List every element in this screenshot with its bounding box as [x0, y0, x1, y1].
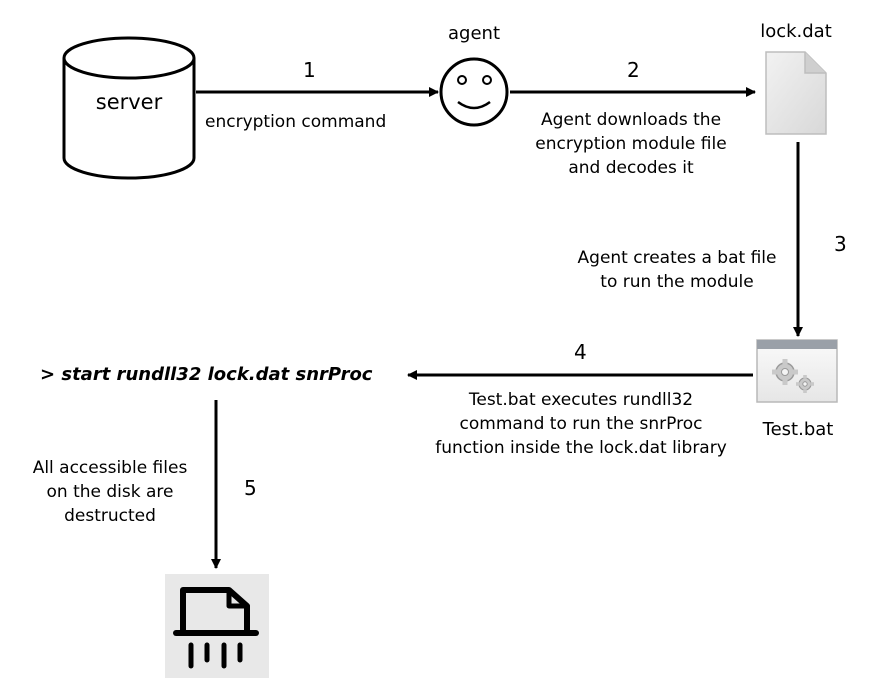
step4-text: Test.bat executes rundll32 command to ru…	[410, 388, 752, 460]
step2-number: 2	[627, 58, 640, 82]
step3-line: to run the module	[600, 272, 754, 292]
step5-line: destructed	[64, 506, 156, 526]
step4-line: command to run the snrProc	[459, 414, 703, 434]
lock-dat-label: lock.dat	[760, 21, 832, 42]
step2-text: Agent downloads the encryption module fi…	[512, 108, 750, 180]
step3-text: Agent creates a bat file to run the modu…	[558, 246, 796, 294]
step4-line: function inside the lock.dat library	[435, 438, 727, 458]
document-file-icon	[765, 51, 827, 135]
step3-line: Agent creates a bat file	[577, 248, 777, 268]
step5-line: All accessible files	[32, 458, 188, 478]
rundll32-command: > start rundll32 lock.dat snrProc	[40, 364, 373, 385]
database-cylinder-icon	[62, 36, 196, 180]
step4-line: Test.bat executes rundll32	[468, 390, 694, 410]
step2-line: encryption module file	[535, 134, 727, 154]
server-label: server	[95, 90, 163, 114]
gear-batch-file-icon	[756, 339, 838, 403]
step2-line: Agent downloads the	[540, 110, 722, 130]
file-shredder-icon	[165, 574, 269, 678]
test-bat-label: Test.bat	[762, 419, 834, 440]
step5-number: 5	[244, 476, 257, 500]
step5-text: All accessible files on the disk are des…	[20, 456, 200, 528]
smiley-face-icon	[439, 57, 509, 127]
step1-text: encryption command	[205, 112, 387, 132]
agent-label: agent	[448, 23, 500, 44]
step2-line: and decodes it	[568, 158, 694, 178]
step5-line: on the disk are	[46, 482, 174, 502]
step3-number: 3	[834, 232, 847, 256]
step4-number: 4	[574, 340, 587, 364]
step1-number: 1	[303, 58, 316, 82]
